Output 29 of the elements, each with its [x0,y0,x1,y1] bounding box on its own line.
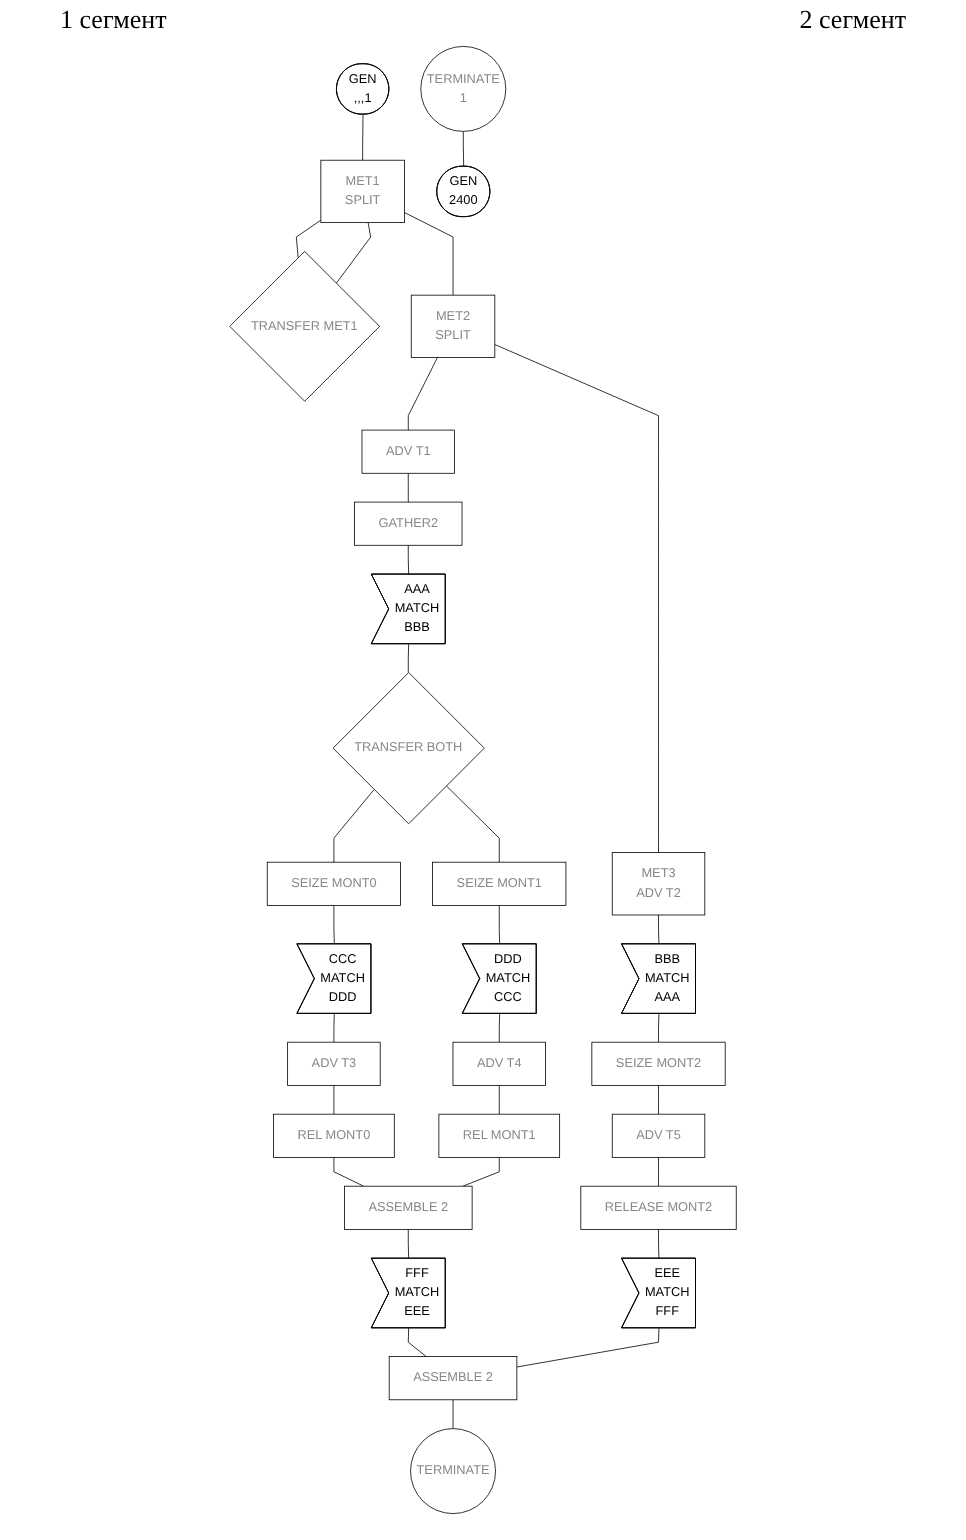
connector [658,1157,659,1187]
connector [452,1399,454,1429]
connector [658,914,660,945]
connector [658,1085,659,1115]
connector [407,1229,410,1259]
connector [407,472,409,503]
connector [407,357,438,431]
connector [362,114,364,161]
connector [407,544,410,575]
connector [445,785,500,863]
connector [516,1327,660,1368]
connector [333,1013,335,1043]
segment-label: 2 сегмент [799,4,906,36]
connector [407,1327,427,1357]
connector [658,1229,660,1259]
connector [498,1085,500,1115]
connector [333,1157,365,1187]
connector [498,1013,501,1043]
connector [333,1085,335,1115]
connector [658,1013,660,1043]
connector [462,1157,500,1187]
connector [498,905,501,945]
connector [462,131,465,167]
connector [494,344,659,853]
connector [333,789,375,863]
segment-label: 1 сегмент [60,4,167,36]
connector [333,905,335,945]
connector [407,643,410,673]
connector [335,222,372,284]
